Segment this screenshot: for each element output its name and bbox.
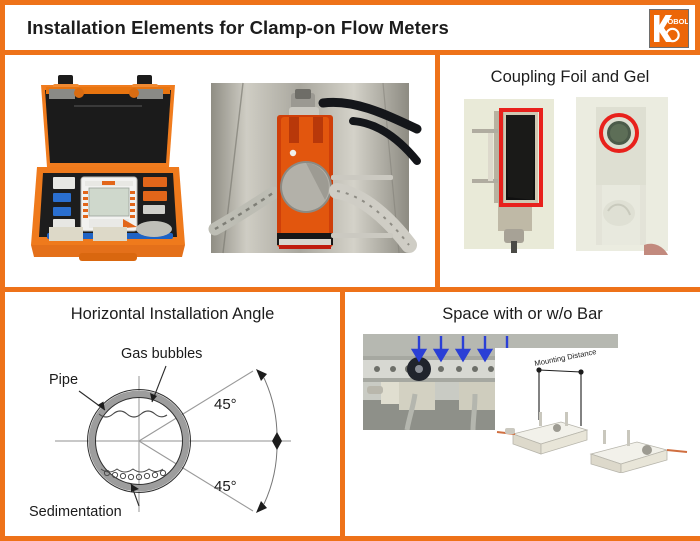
foil-highlight-rect [499,108,543,207]
pipe-cross-section-diagram: Pipe Gas bubbles Sedimentation 45° 45° [21,336,331,526]
divider-rows [5,287,695,292]
label-angle-upper: 45° [214,396,237,413]
coupling-foil-photo [458,93,560,255]
panel-title-space: Space with or w/o Bar [442,305,603,323]
panel-title-angle: Horizontal Installation Angle [70,305,275,323]
gel-highlight-circle [599,113,639,153]
panel-space-with-or-without-bar: Space with or w/o Bar [345,292,700,536]
label-sedimentation: Sedimentation [29,504,122,520]
panel-coupling-foil-and-gel: Coupling Foil and Gel [440,55,700,287]
carrying-case-photo [19,67,197,267]
label-angle-lower: 45° [214,478,237,495]
label-pipe: Pipe [49,372,78,388]
mounting-distance-diagram: Mounting Distance [495,348,690,473]
clamp-on-sensor-photo [203,69,425,265]
panel-horizontal-installation-angle: Horizontal Installation Angle [5,292,340,536]
divider-top-columns [435,55,440,287]
panel-title-coupling: Coupling Foil and Gel [490,68,650,86]
divider-header [5,50,695,55]
kobold-logo: OBOLD [649,9,689,48]
page-title: Installation Elements for Clamp-on Flow … [27,16,449,38]
coupling-gel-photo [572,93,672,255]
label-gas-bubbles: Gas bubbles [121,346,202,362]
divider-bottom-columns [340,292,345,536]
header-bar: Installation Elements for Clamp-on Flow … [5,5,695,50]
logo-wordmark: OBOLD [668,17,689,26]
panel-installation-photos [5,55,435,287]
